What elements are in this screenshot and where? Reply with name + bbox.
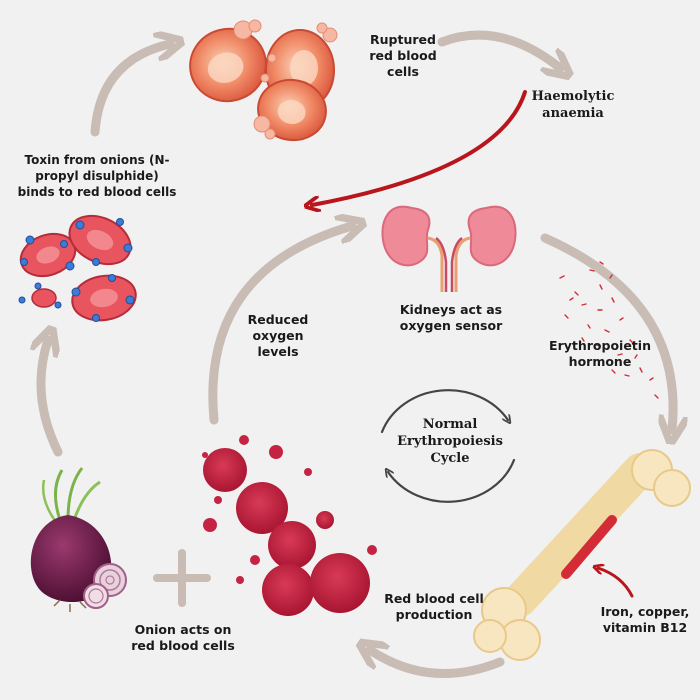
plus-icon bbox=[153, 549, 211, 607]
kidneys-icon bbox=[381, 205, 517, 292]
arrow-kidney-to-bone bbox=[540, 233, 673, 430]
onion-icon bbox=[30, 467, 127, 612]
toxin-label: Toxin from onions (N- propyl disulphide)… bbox=[17, 153, 177, 199]
blood-cells-icon bbox=[202, 435, 377, 616]
arrow-onion-to-bound-cells bbox=[41, 340, 63, 457]
bone-icon bbox=[473, 449, 691, 661]
ruptured-cells-icon bbox=[189, 19, 338, 142]
reduced-oxygen-label: Reduced oxygen levels bbox=[247, 312, 309, 359]
nutrients-label: Iron, copper, vitamin B12 bbox=[600, 604, 690, 635]
arrow-bound-to-ruptured bbox=[90, 44, 170, 137]
cycle-label: Normal Erythropoiesis Cycle bbox=[397, 417, 503, 466]
kidneys-label: Kidneys act as oxygen sensor bbox=[399, 302, 503, 333]
haemolytic-anaemia-label: Haemolytic anaemia bbox=[531, 89, 615, 121]
cycle-arrows-icon bbox=[380, 389, 516, 503]
epo-particles-icon bbox=[559, 261, 659, 399]
bound-cells-icon bbox=[18, 214, 137, 322]
erythropoietin-label: Erythropoietin hormone bbox=[549, 338, 651, 369]
arrow-anaemia-to-kidney bbox=[312, 90, 527, 205]
arrow-bone-to-cells bbox=[370, 650, 505, 679]
arrow-nutrients-to-bone bbox=[598, 568, 634, 598]
outer-cycle-arrows bbox=[41, 30, 673, 679]
arrow-cells-to-kidney bbox=[208, 226, 352, 425]
rbc-production-label: Red blood cell production bbox=[384, 591, 484, 622]
ruptured-cells-label: Ruptured red blood cells bbox=[369, 32, 437, 79]
arrow-ruptured-to-anaemia bbox=[437, 30, 560, 68]
onion-acts-label: Onion acts on red blood cells bbox=[131, 622, 235, 653]
